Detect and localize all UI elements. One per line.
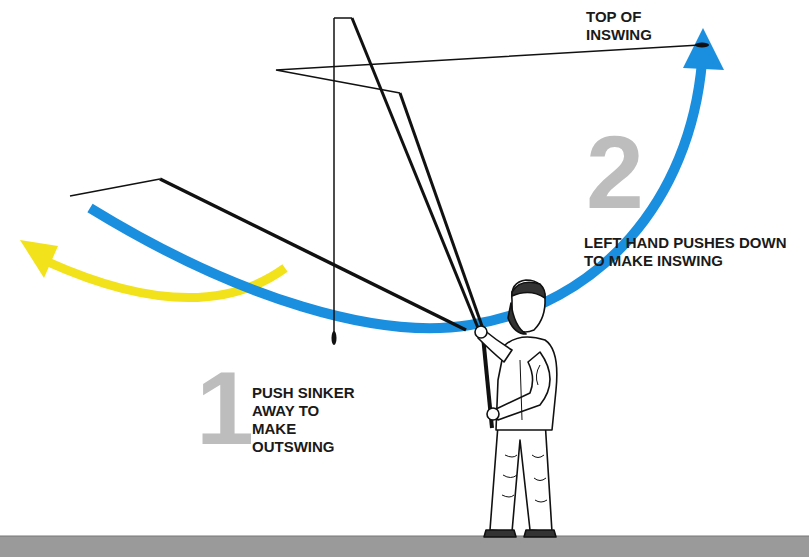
callout-text: LEFT HAND PUSHES DOWN TO MAKE INSWING: [584, 234, 799, 270]
callout-text: PUSH SINKER AWAY TO MAKE OUTSWING: [252, 384, 362, 456]
clothing-folds: [502, 360, 547, 502]
sinker: [695, 43, 709, 48]
ground-edge: [0, 536, 809, 537]
ground-bar: [0, 536, 809, 557]
sinker: [332, 331, 337, 345]
step-number: 2: [586, 122, 676, 222]
fishing-line: [276, 45, 700, 93]
inswing-arc: [90, 62, 702, 328]
fishing-line: [333, 18, 335, 334]
outswing-arrowhead: [20, 240, 58, 278]
fishing-line: [334, 17, 352, 19]
rod-position: [400, 93, 482, 326]
rod-position: [160, 179, 466, 330]
inswing-arrowhead: [683, 28, 724, 70]
callout-text: TOP OF INSWING: [586, 8, 706, 44]
fishing-line: [70, 179, 160, 196]
rod-position: [352, 18, 478, 328]
angler-figure: [475, 280, 557, 537]
